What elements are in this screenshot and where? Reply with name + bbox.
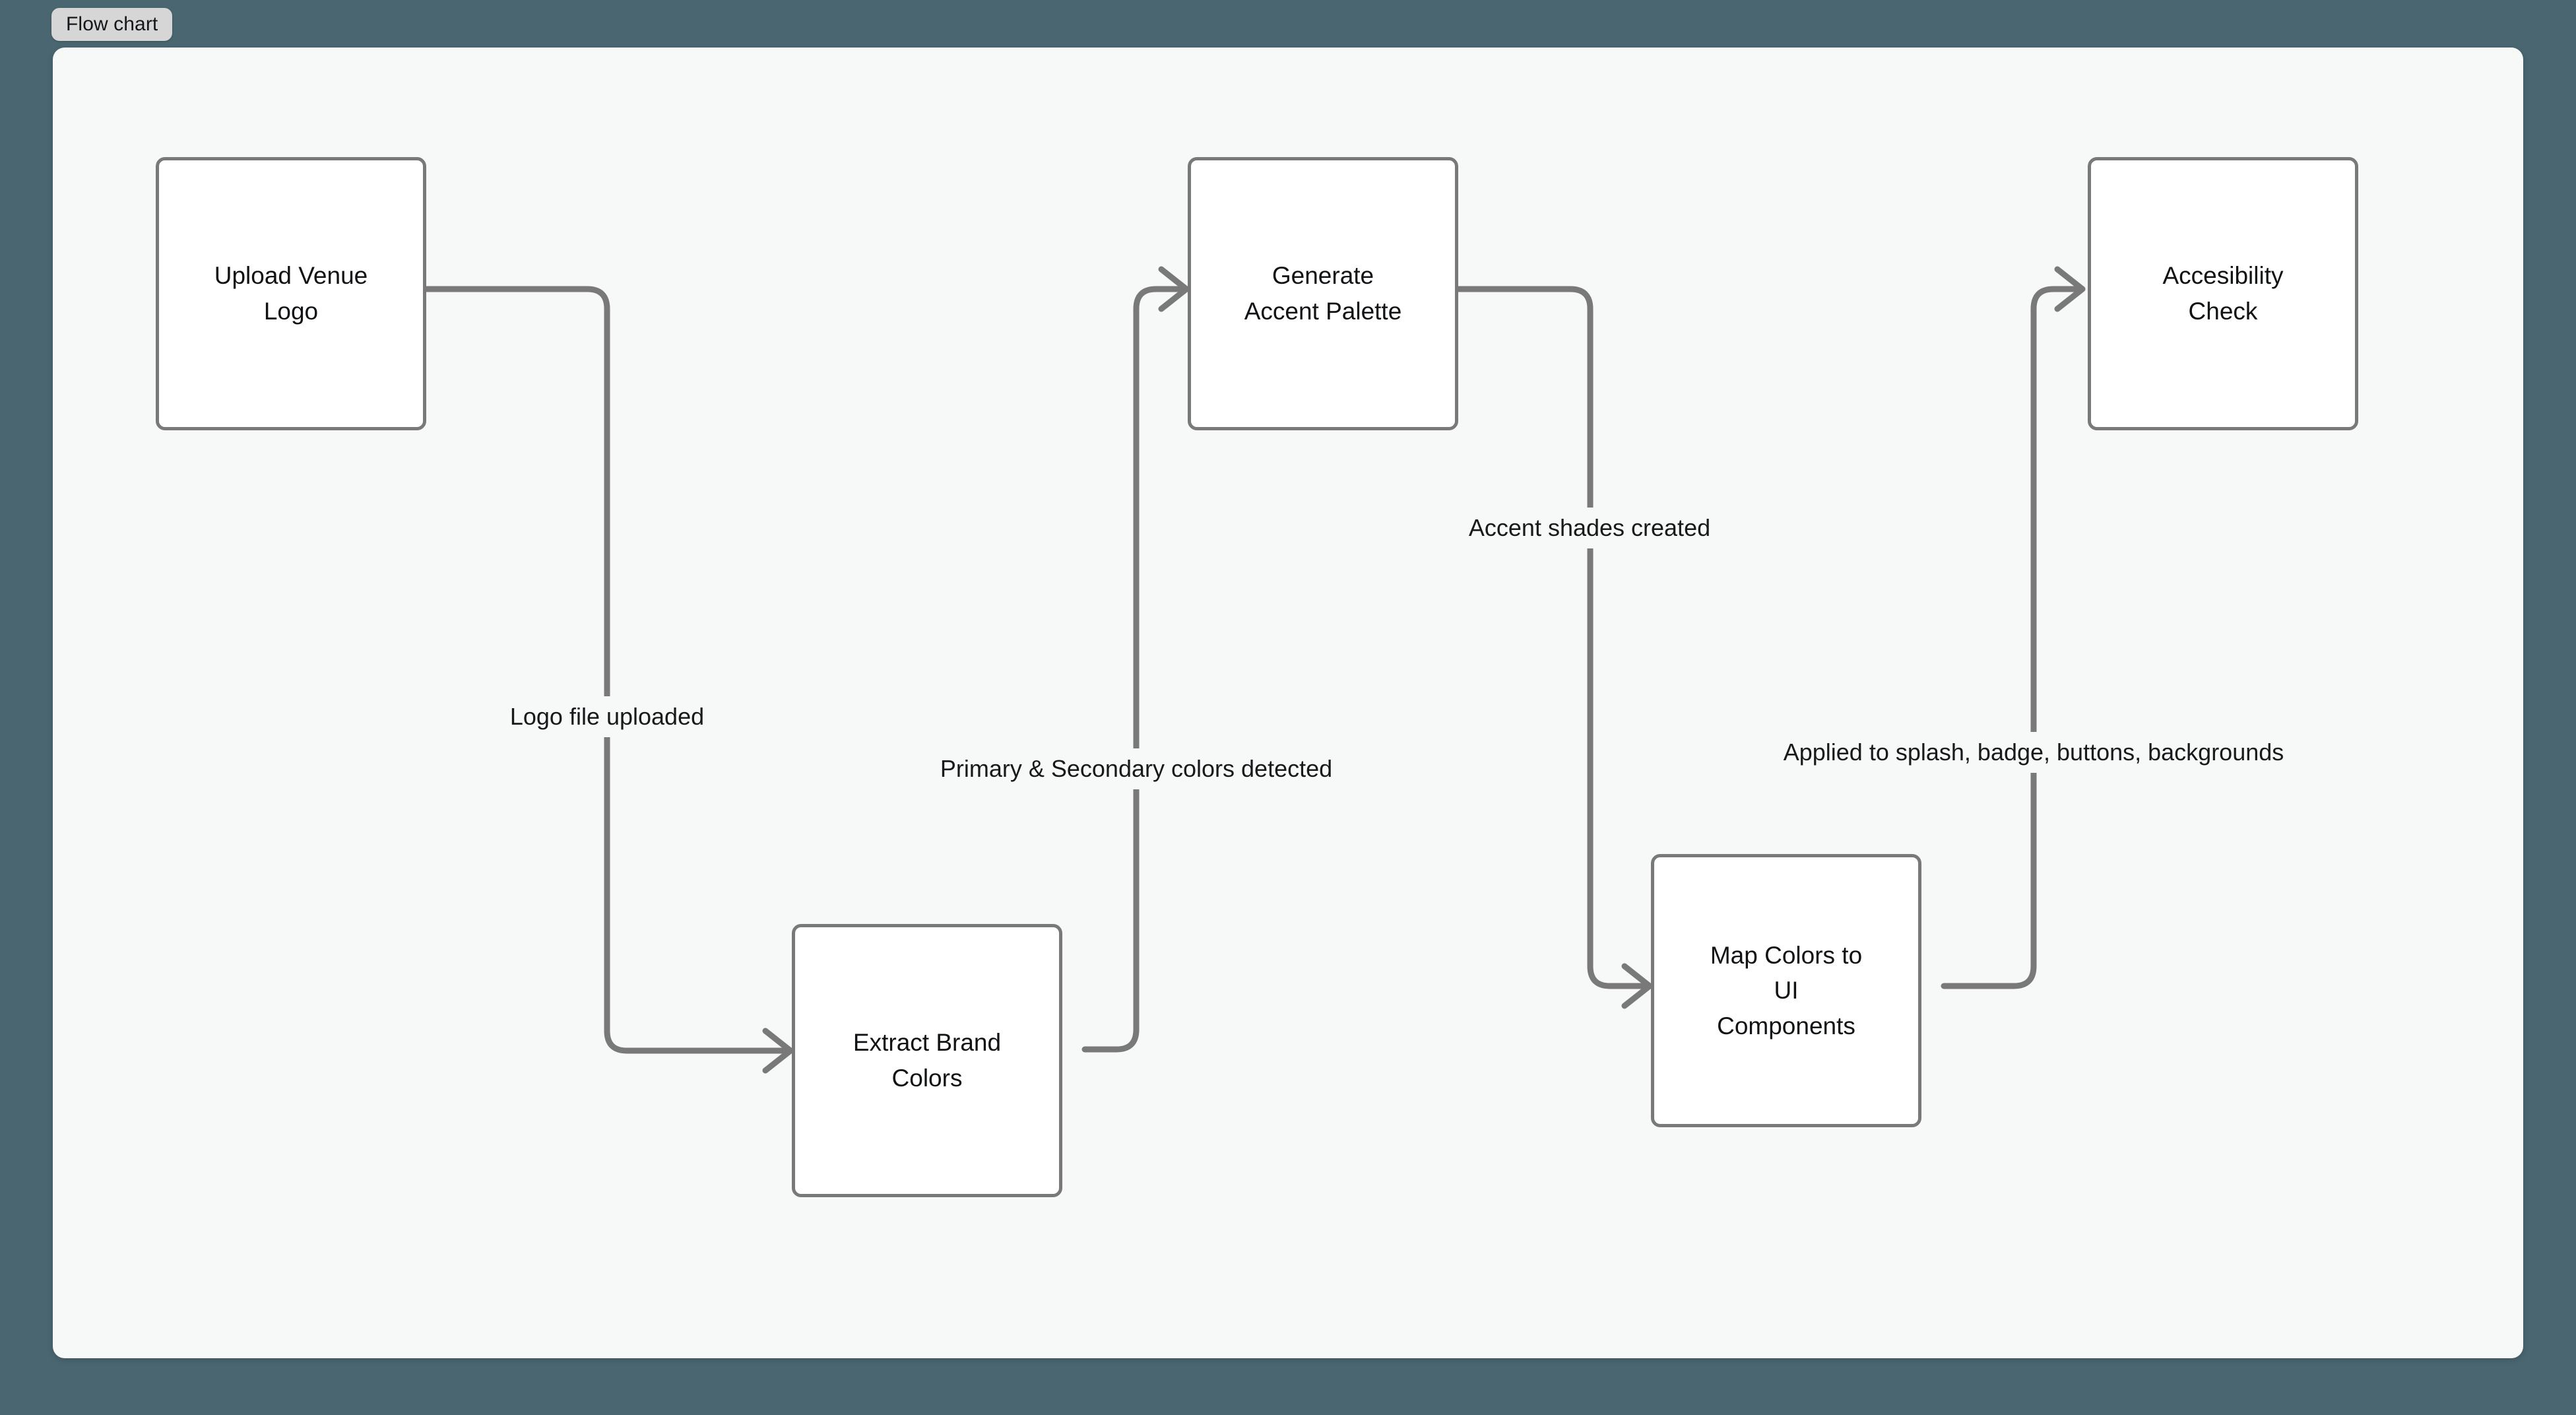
edge-label-logo-file-uploaded: Logo file uploaded (500, 696, 714, 737)
node-generate-accent-palette[interactable]: Generate Accent Palette (1188, 157, 1458, 430)
edge-upload-to-extract (168, 286, 794, 1074)
node-extract-brand-colors[interactable]: Extract Brand Colors (792, 924, 1062, 1197)
edge-map-to-accesibility (1941, 266, 2086, 989)
node-accesibility-check-label: Accesibility Check (2162, 262, 2284, 325)
node-accesibility-check[interactable]: Accesibility Check (2088, 157, 2358, 430)
node-upload-venue-logo[interactable]: Upload Venue Logo (156, 157, 426, 430)
edge-extract-to-generate (1081, 266, 1190, 1053)
edge-label-applied-to-splash-badge-buttons-backgrounds: Applied to splash, badge, buttons, backg… (1774, 732, 2294, 773)
node-extract-brand-colors-label: Extract Brand Colors (853, 1029, 1002, 1092)
flowchart-canvas[interactable]: Upload Venue Logo Extract Brand Colors G… (53, 48, 2523, 1358)
edge-label-primary-secondary-colors-detected: Primary & Secondary colors detected (930, 748, 1342, 789)
node-map-colors-to-ui-components-label: Map Colors to UI Components (1710, 941, 1863, 1039)
node-upload-venue-logo-label: Upload Venue Logo (214, 262, 368, 325)
edge-generate-to-map (1419, 286, 1653, 1009)
edge-layer (168, 266, 2086, 1074)
node-map-colors-to-ui-components[interactable]: Map Colors to UI Components (1651, 854, 1921, 1127)
edge-label-accent-shades-created: Accent shades created (1459, 508, 1720, 548)
flow-chart-chip[interactable]: Flow chart (51, 8, 173, 41)
flow-chart-chip-label: Flow chart (66, 13, 158, 35)
node-generate-accent-palette-label: Generate Accent Palette (1244, 262, 1402, 325)
